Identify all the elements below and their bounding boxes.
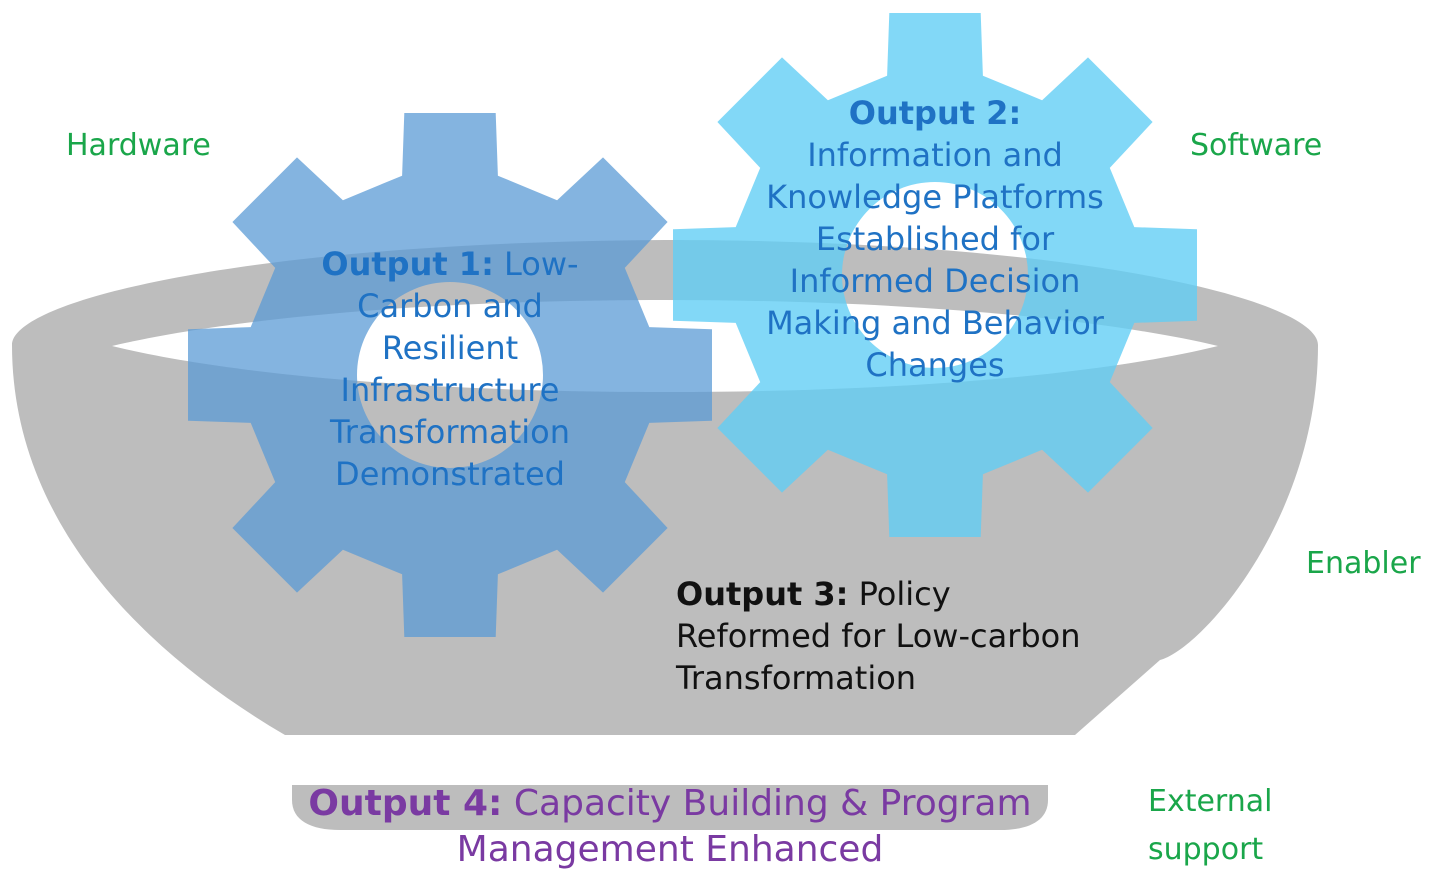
output4-description: Capacity Building & Program Management E… bbox=[456, 783, 1032, 870]
output3-text: Output 3: Policy Reformed for Low-carbon… bbox=[676, 573, 1096, 699]
output2-heading: Output 2: bbox=[848, 94, 1022, 132]
bowl-base bbox=[292, 785, 1048, 830]
label-external-support: External support bbox=[1148, 784, 1273, 867]
gear-output2 bbox=[673, 13, 1197, 537]
output3-heading: Output 3: bbox=[676, 575, 849, 613]
gear-output1 bbox=[188, 113, 712, 637]
label-hardware: Hardware bbox=[66, 128, 211, 163]
label-enabler: Enabler bbox=[1306, 546, 1421, 581]
label-software: Software bbox=[1190, 128, 1323, 163]
gear-output2-shape bbox=[673, 13, 1197, 537]
gear-output1-shape bbox=[188, 113, 712, 637]
output1-text: Output 1: Low-Carbon and Resilient Infra… bbox=[290, 243, 610, 495]
output4-heading: Output 4: bbox=[308, 783, 503, 824]
output2-description: Information and Knowledge Platforms Esta… bbox=[766, 136, 1104, 384]
output1-heading: Output 1: bbox=[321, 245, 494, 283]
output4-text: Output 4: Capacity Building & Program Ma… bbox=[260, 781, 1080, 873]
output1-description: Low-Carbon and Resilient Infrastructure … bbox=[329, 245, 579, 493]
output3-description: Policy Reformed for Low-carbon Transform… bbox=[676, 575, 1081, 697]
output2-text: Output 2: Information and Knowledge Plat… bbox=[760, 92, 1110, 386]
